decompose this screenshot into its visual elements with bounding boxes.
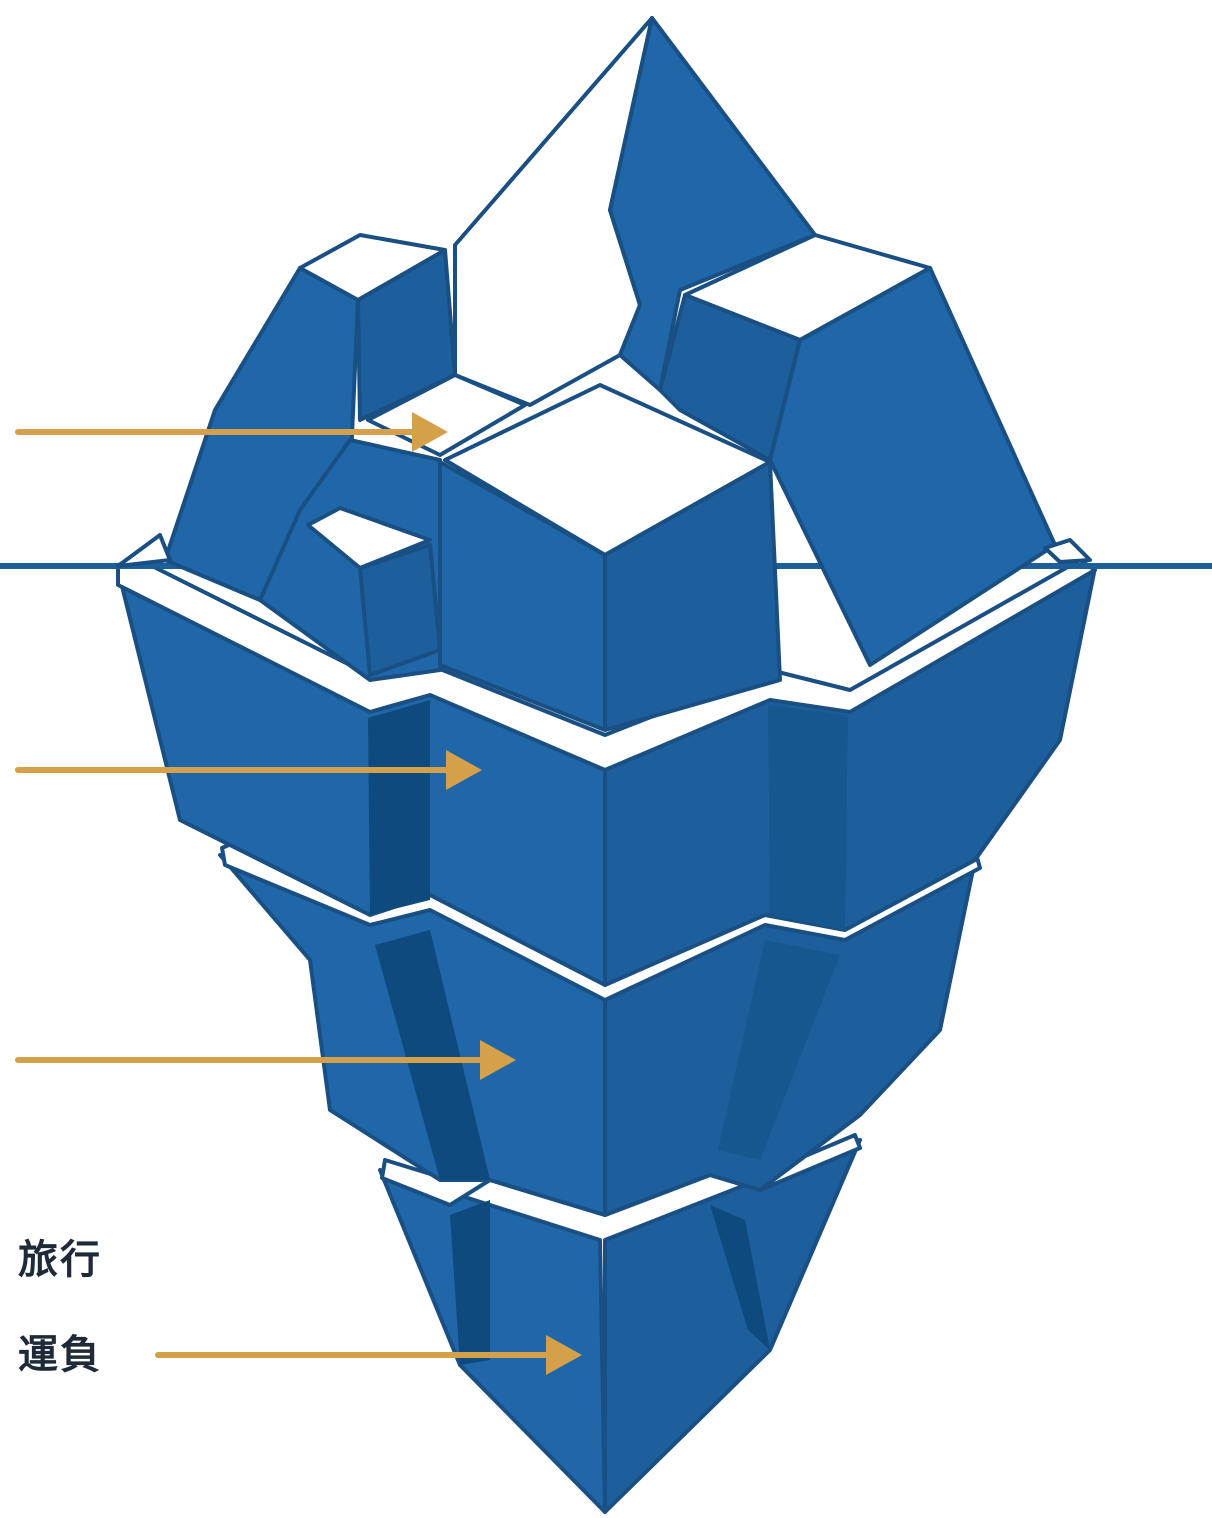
iceberg-bottom-layer — [378, 1133, 862, 1514]
tip-right-block-front — [658, 293, 802, 462]
arrow-1-head — [412, 412, 448, 452]
arrow-3 — [15, 1040, 516, 1080]
tip-tiny-cube-top — [306, 506, 432, 570]
third-shadow-right — [718, 940, 840, 1160]
arrow-3-head — [480, 1040, 516, 1080]
bottom-shadow-right — [710, 1205, 770, 1350]
arrow-2-head — [446, 750, 482, 790]
tip-right-block-side — [768, 266, 1057, 667]
arrow-2 — [15, 750, 482, 790]
third-shadow-left — [375, 930, 490, 1180]
iceberg-second-layer — [116, 558, 1097, 987]
bottom-layer-label-line-1: 旅行 — [18, 1237, 102, 1283]
tip-tiny-cube-front — [358, 543, 442, 677]
second-shadow-right — [768, 705, 848, 930]
second-shadow-left — [368, 700, 430, 915]
bottom-layer-label-line-2: 運負 — [18, 1332, 102, 1378]
arrow-4-head — [546, 1335, 582, 1375]
tip-center-cube-right — [603, 460, 782, 732]
bottom-shadow-left — [450, 1200, 490, 1365]
arrow-1 — [15, 412, 448, 452]
tip-left-block-top — [298, 233, 447, 302]
arrow-4 — [155, 1335, 582, 1375]
tip-right-waterline-flap — [1043, 538, 1092, 564]
tip-left-waterline-flap — [116, 533, 172, 568]
bottom-left-face — [378, 1168, 607, 1514]
